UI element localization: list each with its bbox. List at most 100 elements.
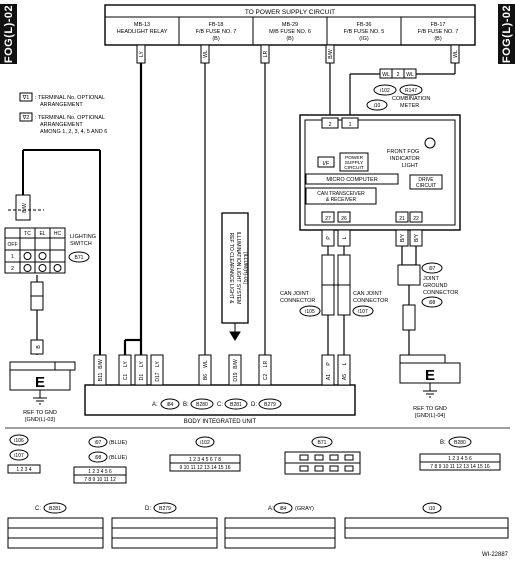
svg-text:B279: B279 (159, 506, 171, 512)
svg-text:i97: i97 (429, 266, 436, 272)
connector-i97-i98: i97 (BLUE) i98 (BLUE) 1 2 3 4 5 6 7 8 9 … (73, 436, 127, 484)
biu-wire-color: LR (263, 360, 269, 367)
svg-text:WL: WL (406, 72, 414, 78)
supply-1-code: MB-13 (134, 22, 150, 28)
svg-text:1 2 3 4 5 6 7 8: 1 2 3 4 5 6 7 8 (189, 457, 221, 463)
svg-text:1 2 3 4: 1 2 3 4 (16, 467, 32, 473)
supply-5-code: FB-17 (431, 22, 446, 28)
svg-text:E: E (35, 374, 45, 391)
supply-1-name: HEADLIGHT RELAY (117, 29, 168, 35)
svg-text:22: 22 (413, 216, 419, 222)
svg-text:ARRANGEMENT: ARRANGEMENT (40, 102, 83, 108)
can-joint-connectors: CAN JOINT CONNECTOR i105 CAN JOINT CONNE… (280, 254, 388, 317)
svg-text:i107: i107 (14, 453, 24, 459)
svg-text:2: 2 (328, 122, 331, 128)
svg-text:LIGHT: LIGHT (402, 163, 419, 169)
svg-text:27: 27 (325, 216, 331, 222)
fog-indicator-icon (424, 137, 436, 149)
svg-text:B/W: B/W (22, 203, 28, 213)
biu-pin-number: D19 (233, 372, 239, 381)
biu-pin-number: A5 (342, 374, 348, 380)
biu-pin-tab (93, 354, 107, 386)
svg-text:HC: HC (54, 231, 62, 237)
svg-text:WL: WL (203, 50, 209, 58)
supply-4-name: F/B FUSE NO. 5 (344, 29, 385, 35)
biu-pin-tab (118, 354, 132, 386)
svg-text:i102: i102 (200, 440, 210, 446)
svg-text:i10: i10 (374, 103, 381, 109)
svg-text:CAN JOINT: CAN JOINT (280, 291, 310, 297)
svg-text:7 8 9 10 11 12: 7 8 9 10 11 12 (84, 477, 116, 483)
svg-text:7 8 9 10 11 12 13 14 15 16: 7 8 9 10 11 12 13 14 15 16 (430, 464, 490, 470)
supply-2-code: FB-18 (209, 22, 224, 28)
connector-i84: A: i84 (GRAY) (224, 502, 336, 549)
connector-b280: B: B280 1 2 3 4 5 6 7 8 9 10 11 12 13 14… (419, 436, 501, 471)
supply-wire-tabs: LY WL LR B/W WL (136, 44, 460, 64)
svg-text:I/F: I/F (323, 161, 330, 167)
svg-text:FRONT FOG: FRONT FOG (387, 149, 419, 155)
svg-text:LR: LR (263, 50, 269, 57)
svg-text:B/Y: B/Y (400, 233, 406, 242)
svg-text:CONNECTOR: CONNECTOR (280, 298, 315, 304)
connector-b71: B71 (284, 436, 361, 475)
connector-i10: i10 (344, 502, 509, 539)
svg-text:i106: i106 (14, 438, 24, 444)
svg-text:[GND(L)-04]: [GND(L)-04] (415, 413, 445, 419)
svg-text:C:: C: (217, 402, 223, 408)
svg-text:L: L (342, 236, 348, 239)
svg-text:1: 1 (348, 122, 351, 128)
svg-text:1 2 3 4 5 6: 1 2 3 4 5 6 (448, 456, 472, 462)
svg-text:REF TO GND: REF TO GND (23, 410, 57, 416)
svg-text:LIGHTING: LIGHTING (70, 234, 96, 240)
biu-wire-color: LY (123, 360, 129, 366)
svg-text:P: P (326, 236, 332, 240)
svg-text:[GND(L)-03]: [GND(L)-03] (25, 417, 55, 423)
biu-pin-tab (258, 354, 272, 386)
svg-text:C:: C: (35, 506, 41, 512)
biu-pin-tab (228, 354, 242, 386)
svg-text:D:: D: (145, 506, 151, 512)
biu-pin-number: D17 (155, 372, 161, 381)
supply-3-code: MB-29 (282, 22, 298, 28)
svg-text:i98: i98 (95, 455, 102, 461)
svg-text:B: B (36, 345, 42, 349)
biu-pin-tab (337, 354, 351, 386)
svg-text:SUPPLY: SUPPLY (345, 160, 364, 166)
svg-text:COMBINATION: COMBINATION (392, 96, 430, 102)
biu-wire-color: B/W (98, 359, 104, 369)
svg-text:D:: D: (251, 402, 257, 408)
biu-pin-number: B11 (98, 373, 104, 382)
biu-wire-color: LY (155, 360, 161, 366)
connector-b279: D: B279 (111, 502, 218, 549)
svg-text:[ILLUM(H)-01]: [ILLUM(H)-01] (242, 252, 248, 284)
biu-pin-number: D1 (139, 374, 145, 381)
svg-text:i84: i84 (280, 506, 287, 512)
svg-text:B/W: B/W (328, 49, 334, 59)
svg-text:B71: B71 (75, 255, 84, 261)
supply-4-code: FB-36 (357, 22, 372, 28)
biu-pin-tab (150, 354, 164, 386)
biu-wire-color: P (326, 362, 332, 366)
legend: ∇1 : TERMINAL No. OPTIONAL ARRANGEMENT ∇… (19, 92, 107, 135)
lighting-switch: B/W TC EL HC OFF 1 2 LIGHTING SWITCH B71… (4, 194, 96, 355)
svg-text:B279: B279 (264, 402, 276, 408)
svg-text:EL: EL (39, 231, 45, 237)
svg-text:REF TO GND: REF TO GND (413, 406, 447, 412)
connector-b281: C: B281 (7, 502, 104, 549)
svg-text:AMONG 1, 2, 3, 4, 5 AND 6: AMONG 1, 2, 3, 4, 5 AND 6 (40, 129, 107, 135)
legend-star1: ∇1 (22, 94, 30, 101)
svg-text:INDICATOR: INDICATOR (390, 156, 420, 162)
svg-text:21: 21 (399, 216, 405, 222)
svg-text:B/Y: B/Y (414, 233, 420, 242)
biu-pin-number: C2 (263, 374, 269, 381)
power-supply-title: TO POWER SUPPLY CIRCUIT (245, 9, 335, 16)
svg-text:ARRANGEMENT: ARRANGEMENT (40, 122, 83, 128)
svg-text:REF TO CLEARANCE LIGHT &: REF TO CLEARANCE LIGHT & (228, 233, 234, 305)
page-tag-right: FOG(L)-02 (498, 4, 515, 64)
svg-text:CIRCUIT: CIRCUIT (344, 165, 364, 171)
joint-ground-connector: i97 JOINT GROUND CONNECTOR i98 (397, 262, 458, 331)
svg-text:9 10 11 12 13 14 15 16: 9 10 11 12 13 14 15 16 (179, 465, 230, 471)
biu-label: BODY INTEGRATED UNIT (184, 419, 257, 425)
